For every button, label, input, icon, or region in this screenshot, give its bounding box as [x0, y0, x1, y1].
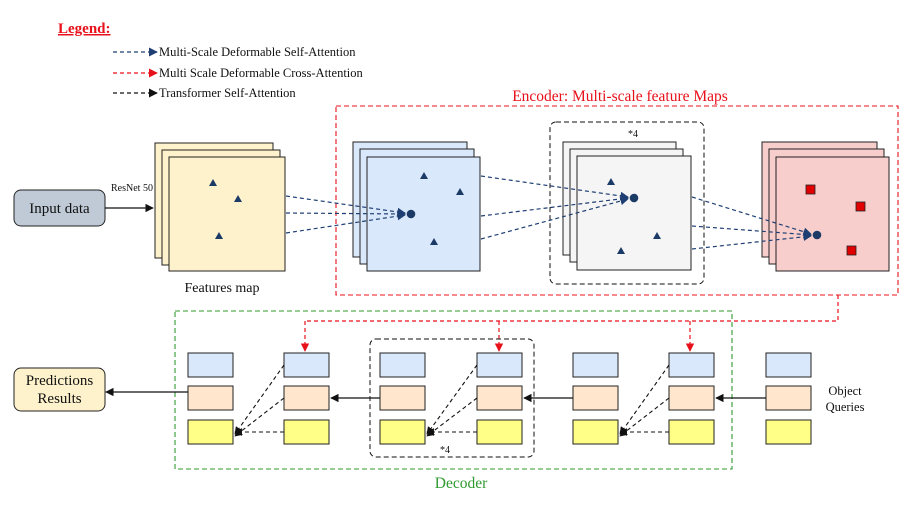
encoder-repeat-label: *4	[628, 129, 638, 140]
decoder-flow-arrows	[105, 387, 766, 403]
feature-marker	[234, 195, 242, 202]
encoder-layer-stack	[562, 141, 692, 271]
query-block	[668, 352, 715, 378]
legend-item-ms-self-attention: Multi-Scale Deformable Self-Attention	[159, 45, 356, 59]
transformer-attention-arrows	[234, 364, 670, 437]
query-block	[379, 352, 426, 378]
encoder-title: Encoder: Multi-scale feature Maps	[512, 88, 728, 105]
value-block	[283, 419, 330, 445]
legend-item-transformer-self-attention: Transformer Self-Attention	[159, 86, 296, 100]
legend-item-ms-cross-attention: Multi Scale Deformable Cross-Attention	[159, 66, 364, 80]
feature-marker	[456, 188, 464, 195]
value-block	[379, 419, 426, 445]
features-map-stack	[154, 142, 286, 272]
feature-marker	[420, 172, 428, 179]
encoder-repeat-frame	[549, 121, 705, 285]
feature-marker	[805, 184, 816, 195]
attention-point	[812, 230, 822, 240]
attention-point	[406, 209, 416, 219]
feature-marker	[855, 201, 866, 212]
encoder-output-front	[775, 156, 890, 272]
query-block	[572, 352, 619, 378]
input-data-label: Input data	[29, 201, 90, 217]
value-block	[572, 419, 619, 445]
predictions-box	[13, 367, 106, 412]
value-block	[476, 419, 523, 445]
legend: Legend: Multi-Scale Deformable Self-Atte…	[58, 21, 364, 100]
feature-marker	[617, 247, 625, 254]
encoder-output-stack	[761, 141, 890, 272]
encoder-input-stack	[352, 141, 481, 272]
decoder-repeat-label: *4	[440, 445, 450, 456]
features-map-front	[168, 156, 286, 272]
query-block	[187, 352, 234, 378]
input-data-block: Input data	[13, 189, 106, 227]
predictions-label-line1: Predictions	[26, 373, 94, 389]
key-block	[283, 385, 330, 411]
query-block	[283, 352, 330, 378]
legend-title: Legend:	[58, 21, 111, 37]
value-block	[187, 419, 234, 445]
value-block	[668, 419, 715, 445]
key-block	[187, 385, 234, 411]
feature-marker	[430, 238, 438, 245]
predictions-label-line2: Results	[37, 391, 81, 407]
feature-marker	[209, 179, 217, 186]
decoder-title: Decoder	[435, 475, 488, 492]
self-attention-arrows	[285, 175, 812, 250]
value-block	[765, 419, 812, 445]
feature-marker	[607, 178, 615, 185]
decoder-blocks	[187, 352, 812, 445]
query-block	[765, 352, 812, 378]
cross-attention-routing	[300, 295, 839, 352]
key-block	[476, 385, 523, 411]
decoder-frame	[174, 310, 733, 470]
encoder-layer-front	[576, 155, 692, 271]
feature-marker	[653, 232, 661, 239]
object-queries-label-line1: Object	[828, 384, 862, 398]
key-block	[668, 385, 715, 411]
feature-marker	[846, 245, 857, 256]
resnet-label: ResNet 50	[111, 183, 153, 194]
key-block	[572, 385, 619, 411]
key-block	[379, 385, 426, 411]
query-block	[476, 352, 523, 378]
feature-marker	[215, 232, 223, 239]
key-block	[765, 385, 812, 411]
object-queries-label-line2: Queries	[826, 400, 865, 414]
features-map-label: Features map	[184, 281, 259, 296]
predictions-block: Predictions Results	[13, 367, 106, 412]
encoder-frame	[335, 105, 899, 296]
attention-point	[629, 193, 639, 203]
